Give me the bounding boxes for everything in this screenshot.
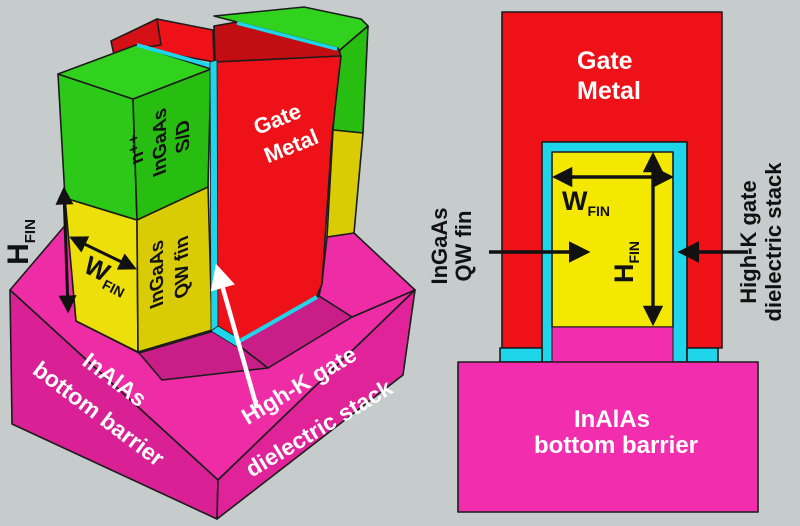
hfin-arrow [55, 186, 77, 314]
dielectric-line-top-back [236, 21, 338, 51]
qw-fin-label-line1: InGaAs [147, 237, 168, 312]
high-k-label-right-line2: dielectric stack [761, 162, 786, 322]
bottom-barrier-label-right-line1: InAlAs [574, 406, 650, 433]
sd-label-line2: InGaAs [150, 105, 171, 180]
dielectric-line-cap-top [136, 43, 213, 68]
dielectric-line-gate-bottom [237, 295, 318, 344]
high-k-label-right-line1: High-K gate [736, 180, 761, 303]
hfin-label-right: HFIN [609, 241, 642, 283]
dielectric-sidewall-strip [209, 59, 219, 332]
right-cross-section: Gate Metal WFIN HFIN InGaAs QW fin High-… [427, 11, 786, 513]
hfin-label: HFIN [2, 219, 39, 265]
qw-fin-label-right-line1: InGaAs [427, 207, 452, 284]
gate-top-band [213, 21, 342, 65]
sd-label-line3: S/D [173, 116, 194, 156]
qw-fin-label-line2: QW fin [172, 233, 193, 302]
back-fin-right-face [326, 129, 364, 238]
qw-fin-label-right-line2: QW fin [451, 211, 476, 282]
left-3d-view: HFIN WFIN n⁺⁺ InGaAs S/D InGaAs QW fin G… [2, 6, 416, 520]
dielectric-bend-strip [210, 325, 241, 348]
wfin-label-right: WFIN [562, 186, 610, 219]
bottom-barrier-label-right-line2: bottom barrier [534, 432, 698, 459]
wfin-arrow [69, 236, 137, 270]
barrier-pedestal [551, 326, 674, 363]
gate-metal-label-right-line2: Metal [577, 77, 641, 105]
bottom-barrier-region [457, 361, 759, 513]
base-front-right-face [216, 289, 416, 520]
gate-metal-label-right-line1: Gate [577, 47, 633, 75]
dielectric-foot-left [499, 347, 543, 363]
dielectric-foot-right [686, 347, 719, 363]
sd-label-line1: n⁺⁺ [127, 128, 148, 168]
dielectric-pointer-arrow [210, 263, 260, 409]
